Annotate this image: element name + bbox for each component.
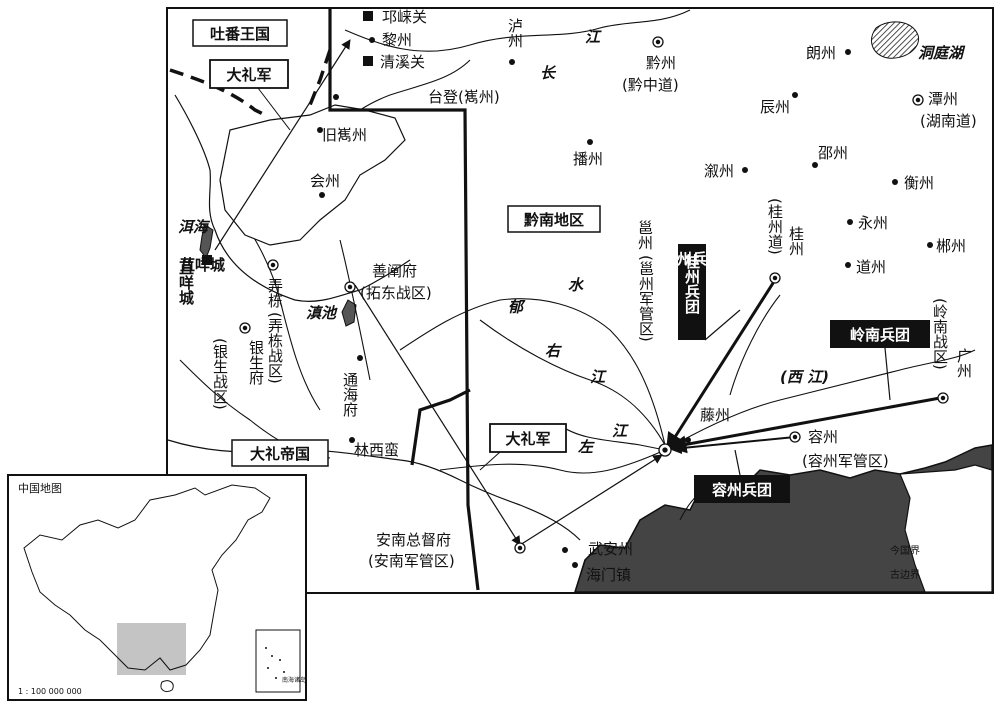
river-labels: 江 长 郁 水 右 江 左 江 (西 江)	[508, 28, 829, 456]
svg-text:大礼军: 大礼军	[226, 66, 271, 84]
label-guizhou-corps-vert: 桂州兵团	[683, 253, 701, 315]
label-qianzhou: 黔州	[646, 54, 676, 72]
label-yongzhou-b-military: (邕州军管区)	[637, 255, 655, 342]
inset-title: 中国地图	[18, 482, 62, 495]
inset-south-sea: 南海诸岛	[282, 676, 306, 684]
label-tonghai: 通海府	[341, 372, 359, 418]
svg-text:(西 江): (西 江)	[780, 368, 829, 386]
svg-text:吐番王国: 吐番王国	[210, 25, 270, 43]
label-rongzhou-military: (容州军管区)	[802, 452, 889, 470]
label-huizhou: 会州	[310, 172, 340, 190]
rongzhou-corps-label: 容州兵团	[694, 475, 790, 503]
svg-text:大礼军: 大礼军	[505, 430, 550, 448]
circled-cities	[239, 36, 949, 554]
label-dianchi: 滇池	[306, 304, 338, 322]
dali-army-south-label: 大礼军	[489, 423, 567, 453]
rivers	[179, 9, 976, 521]
vertical-labels: 泸州 (桂州道) 桂州 邕州 (邕州军管区) 弄栋 (弄栋战区) 银生府 (银生…	[177, 18, 973, 418]
dali-empire-label-box: 大礼帝国	[231, 439, 329, 467]
lingnan-corps-label: 岭南兵团	[830, 320, 930, 348]
inset-highlight	[117, 623, 186, 675]
coastline-north	[574, 504, 666, 593]
label-hunan: (湖南道)	[920, 112, 977, 130]
label-dongting: 洞庭湖	[918, 44, 966, 62]
label-lingnan-battle: (岭南战区)	[931, 298, 949, 370]
label-hengzhou: 衡州	[904, 174, 934, 192]
label-taideng: 台登(嶲州)	[428, 88, 500, 106]
attack-arrows	[214, 39, 941, 546]
label-wuanzhou: 武安州	[588, 540, 633, 558]
nanzhao-boundary	[174, 94, 411, 302]
inset-map: 中国地图 南海诸岛 1 : 100 000 000	[7, 474, 307, 701]
svg-text:岭南兵团: 岭南兵团	[850, 326, 910, 344]
label-lizhou: 黎州	[382, 31, 412, 49]
label-chenzhou: 辰州	[760, 98, 790, 116]
china-outline	[23, 484, 271, 671]
svg-text:江: 江	[585, 28, 602, 46]
legend-ancient-label: 古边界	[890, 568, 920, 581]
label-tengzhou: 藤州	[700, 406, 730, 424]
label-qianzhong: (黔中道)	[622, 76, 679, 94]
label-qionglai: 邛崃关	[382, 8, 427, 26]
svg-text:桂州兵团: 桂州兵团	[661, 250, 722, 268]
svg-text:长: 长	[540, 64, 557, 82]
label-shanchan: 善阐府	[372, 262, 417, 280]
qiannan-label-box: 黔南地区	[507, 205, 601, 233]
label-yongzhou-b: 邕州	[636, 220, 654, 250]
label-jujiecheng: 苴咩城	[180, 256, 225, 274]
place-labels: 邛崃关 黎州 清溪关 黔州 (黔中道) 朗州 洞庭湖 台登(嶲州) 旧嶲州 辰州…	[178, 8, 977, 584]
label-erhai: 洱海	[178, 218, 211, 236]
label-yinsheng-battle: (银生战区)	[211, 338, 229, 410]
legend-modern-label: 今国界	[890, 544, 920, 557]
label-daozhou: 道州	[856, 258, 886, 276]
label-shaozhou: 邵州	[818, 144, 848, 162]
label-langzhou: 朗州	[806, 44, 836, 62]
svg-text:右: 右	[545, 342, 562, 360]
tubo-label-box: 吐番王国	[192, 19, 288, 47]
svg-text:黔南地区: 黔南地区	[524, 211, 584, 229]
label-nongdong: 弄栋	[266, 278, 284, 309]
label-guizhou-a: 桂州	[787, 226, 805, 256]
label-rongzhou: 容州	[808, 428, 838, 446]
svg-text:大礼帝国: 大礼帝国	[250, 445, 310, 463]
label-guangzhou: 广州	[955, 348, 973, 378]
svg-text:左: 左	[578, 438, 595, 456]
label-qingxi: 清溪关	[380, 53, 425, 71]
label-xuzhou: 溆州	[704, 162, 734, 180]
label-yongzhou: 永州	[858, 214, 888, 232]
label-chenzhou2: 郴州	[936, 237, 966, 255]
svg-text:容州兵团: 容州兵团	[711, 481, 772, 499]
label-old-xizhou: 旧嶲州	[322, 126, 367, 144]
label-bozhou: 播州	[573, 150, 603, 168]
inset-scale: 1 : 100 000 000	[18, 687, 82, 696]
svg-text:郁: 郁	[508, 298, 526, 316]
leizhou-peninsula	[899, 464, 993, 593]
label-yinsheng: 银生府	[247, 340, 265, 386]
dali-army-north-label: 大礼军	[209, 59, 289, 89]
label-guizhou-circuit: (桂州道)	[766, 198, 784, 255]
label-nongdong-battle: (弄栋战区)	[266, 312, 284, 384]
ancient-border	[328, 8, 480, 591]
label-tuodong: (拓东战区)	[360, 284, 432, 302]
map-legend: 今国界 古边界	[890, 544, 975, 581]
svg-text:水: 水	[568, 276, 584, 294]
fortress-markers	[202, 11, 373, 265]
dongting-lake	[871, 21, 920, 59]
label-annan: 安南总督府	[376, 531, 451, 549]
label-linximan: 林西蛮	[354, 441, 399, 459]
label-tanzhou: 潭州	[928, 90, 958, 108]
west-region	[219, 104, 406, 246]
label-luzhou: 泸州	[506, 18, 524, 48]
city-dots	[317, 37, 933, 568]
label-haimen: 海门镇	[586, 566, 631, 584]
svg-text:江: 江	[590, 368, 607, 386]
label-jujiecheng-vert: 苴咩城	[177, 259, 195, 306]
guizhou-corps-label: 桂州兵团	[661, 244, 722, 340]
label-annan-military: (安南军管区)	[368, 552, 455, 570]
svg-text:江: 江	[612, 422, 629, 440]
